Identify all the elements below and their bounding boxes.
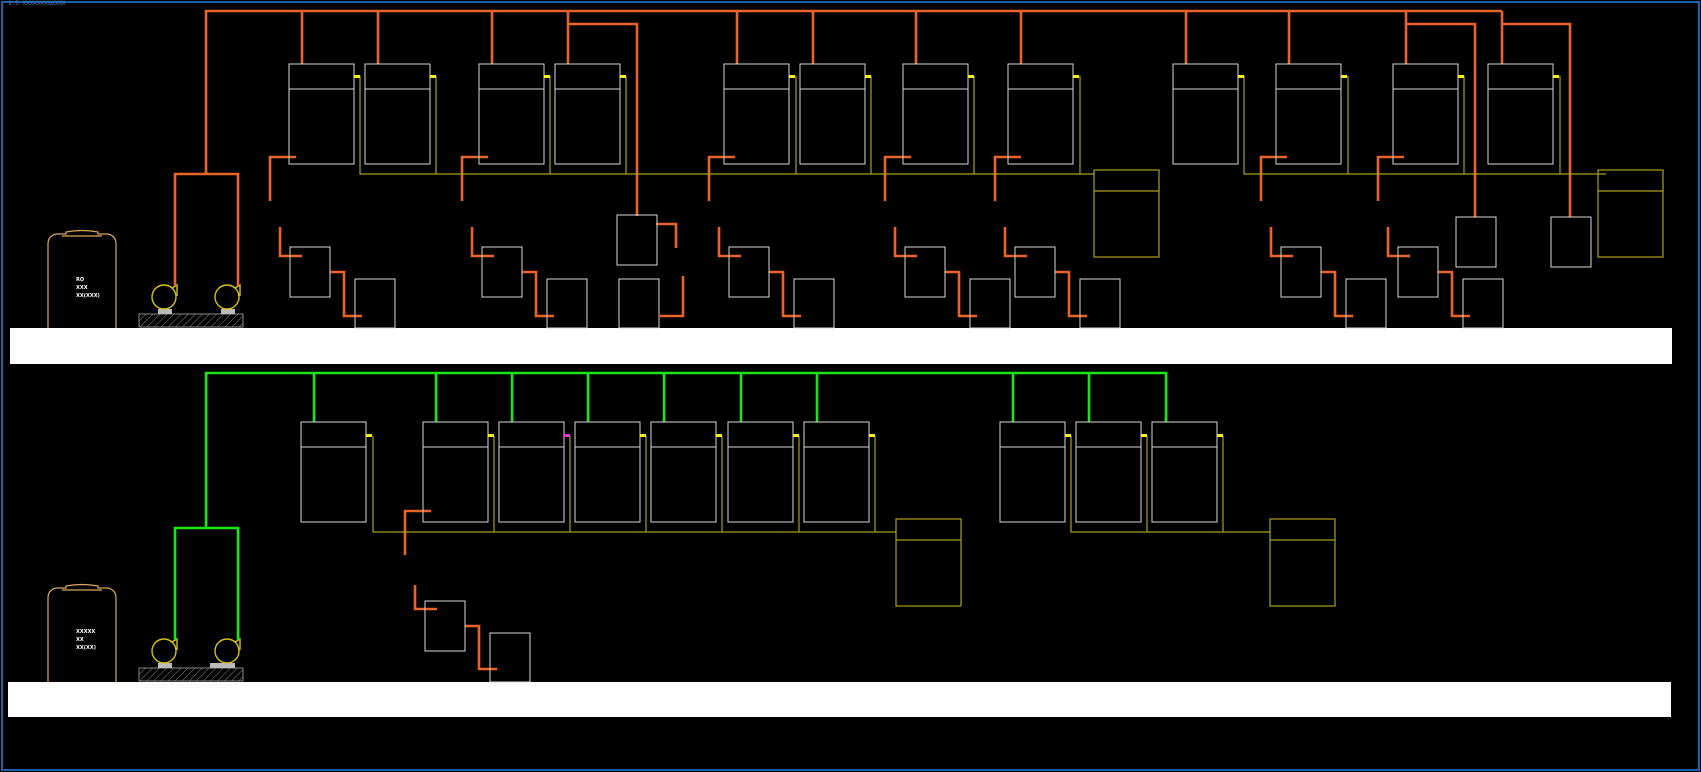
ro-water-pipe-network: [173, 9, 1572, 318]
pump-icon: [214, 637, 241, 664]
pump-icon: [214, 283, 241, 310]
drain-pipe-network-lower: [372, 436, 1270, 533]
floor-slab-upper: [10, 328, 1672, 364]
collection-tank: [895, 518, 962, 607]
tank-label-line: XX: [76, 637, 84, 643]
ro-water-pipe-lower: [403, 509, 497, 671]
pump-pad-upper: [138, 313, 244, 328]
drain-pipe-network: [359, 76, 1606, 175]
collection-tank: [1597, 169, 1664, 258]
water-tank-icon: [47, 229, 117, 328]
green-pipe-network: [173, 371, 1168, 640]
pump-base: [158, 309, 172, 314]
water-tank-icon: [47, 583, 117, 682]
collection-tank: [1269, 518, 1336, 607]
collection-tank: [1093, 169, 1160, 258]
floor-slab-lower: [8, 682, 1671, 717]
equipment-cabinets-lower: [300, 421, 1218, 683]
tank-label-upper: RO XXX XX(XXX): [76, 276, 100, 300]
pump-base: [158, 663, 172, 668]
tank-label-line: XX(XXX): [76, 293, 100, 299]
pump-pad-lower: [138, 667, 244, 682]
pump-icon: [151, 283, 178, 310]
outlet-markers: [354, 75, 1559, 78]
tank-label-lower: XXXXX XX XX(XX): [76, 628, 96, 652]
equipment-cabinets-upper: [288, 63, 1592, 329]
tank-label-line: XXXXX: [76, 629, 96, 635]
tank-label-line: XX(XX): [76, 645, 96, 651]
pump-icon: [151, 637, 178, 664]
outlet-markers-lower: [366, 434, 1223, 437]
pump-base: [210, 663, 235, 668]
tank-label-line: RO: [76, 277, 85, 283]
pump-base: [221, 309, 235, 314]
drawing-caption: 1:5 XXXXXXXXXXXX: [8, 0, 66, 7]
tank-label-line: XXX: [76, 285, 88, 291]
